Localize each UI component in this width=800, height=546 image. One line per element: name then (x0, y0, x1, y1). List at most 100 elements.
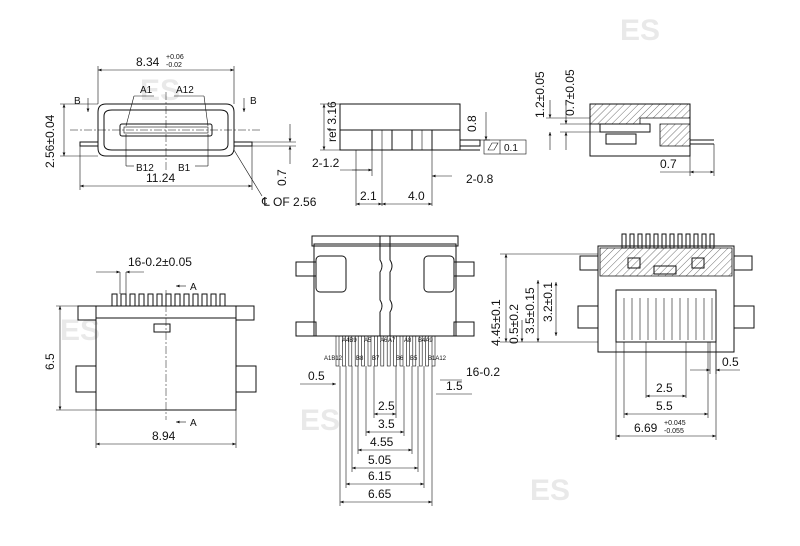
leader (125, 95, 135, 127)
dim-1-2: 1.2±0.05 (533, 71, 547, 118)
rear-top-pin (693, 233, 699, 249)
pin-label: B1A12 (428, 356, 447, 362)
dim-6-69: 6.69 (634, 421, 658, 435)
bottom-pin (174, 293, 181, 307)
pin-label: A1B12 (324, 356, 343, 362)
top-pin-labels: A1B12 B8 B7 B6 B5 B1A12 (324, 356, 447, 362)
bottom-view: 16-0.2±0.05 A A 6.5 8.94 (43, 255, 257, 448)
bottom-tab (235, 305, 255, 321)
top-pin (386, 335, 391, 367)
leader (233, 149, 263, 197)
top-pin (342, 335, 346, 367)
front-shell-outline (97, 103, 235, 157)
rear-tab (733, 305, 755, 329)
rear-top-pin (621, 233, 627, 249)
top-pin (367, 335, 372, 367)
flatness-icon (487, 142, 499, 151)
dim-4-55: 4.55 (370, 435, 394, 449)
top-break-right (389, 236, 393, 336)
top-pin (380, 335, 385, 367)
rear-key (653, 265, 677, 275)
dim-bottom-width: 11.24 (146, 171, 175, 185)
section-hatch-right (659, 123, 691, 147)
top-pin (418, 335, 423, 367)
bottom-pin (120, 293, 127, 307)
pin-label: A8 (404, 338, 412, 344)
pin-label: B4A9 (418, 338, 433, 344)
bottom-tab (75, 365, 97, 393)
section-b-left: B (74, 96, 81, 107)
watermark: ES ES ES ES ES (60, 14, 660, 507)
section-a-top: A (190, 282, 197, 293)
rear-hatch-top (599, 247, 733, 277)
watermark-text: ES (140, 74, 180, 107)
flatness-value: 0.1 (504, 143, 518, 154)
top-break-left (379, 236, 383, 336)
rear-window (691, 257, 705, 269)
bottom-pin (165, 293, 172, 307)
rear-top-pin (709, 233, 715, 249)
top-pin (412, 335, 417, 367)
top-pin (425, 335, 429, 367)
bottom-pin (111, 293, 118, 307)
side-view: ref 3.16 0.8 0.1 2-1.2 2.1 4.0 2-0.8 (312, 101, 527, 206)
top-pin (354, 335, 359, 367)
top-pin (399, 335, 404, 367)
top-pin-labels: A4B9 A5 A6 A7 A8 B4A9 (342, 338, 433, 344)
bottom-pin (129, 293, 136, 307)
dim-bottom-height: 6.5 (43, 353, 57, 370)
front-shell-inner (103, 109, 229, 151)
label-b1: B1 (178, 163, 191, 174)
dim-2-0-8: 2-0.8 (466, 172, 494, 186)
label-a12: A12 (176, 85, 194, 96)
label-b12: B12 (136, 163, 154, 174)
bottom-slot (153, 323, 171, 333)
rear-top-pin (645, 233, 651, 249)
rear-top-pin (653, 233, 659, 249)
rear-tab (577, 305, 599, 329)
dim-2-5: 2.5 (378, 399, 395, 413)
dim-6-69-tol-minus: -0.055 (664, 428, 684, 435)
rear-top-pin (701, 233, 707, 249)
bottom-pin-row (111, 293, 226, 307)
bottom-pin (156, 293, 163, 307)
bottom-tab (235, 365, 257, 393)
bottom-pin (138, 293, 145, 307)
rear-top-pin (669, 233, 675, 249)
dim-6-65: 6.65 (368, 487, 392, 501)
dim-0-5-rear: 0.5±0.2 (507, 304, 521, 344)
dim-0-5b: 0.5 (722, 355, 739, 369)
rear-top-pin (629, 233, 635, 249)
top-tab (453, 321, 475, 337)
section-contact (605, 133, 637, 145)
dim-07: 0.7 (275, 169, 289, 186)
top-body-rim (311, 235, 459, 247)
dim-1-5: 1.5 (446, 379, 463, 393)
dim-top-width-tol-minus: -0.02 (166, 62, 182, 69)
dim-3-2: 3.2±0.1 (541, 282, 555, 322)
rear-window (627, 257, 641, 269)
top-pin (406, 335, 410, 367)
dim-0-5: 0.5 (308, 369, 325, 383)
leader (203, 95, 209, 127)
dim-3-5: 3.5 (378, 417, 395, 431)
rear-top-pin (685, 233, 691, 249)
dim-2-1-2: 2-1.2 (312, 156, 340, 170)
top-pin (393, 335, 397, 367)
dim-4-45: 4.45±0.1 (489, 299, 503, 346)
dim-4-0: 4.0 (408, 189, 425, 203)
label-a1: A1 (140, 85, 153, 96)
rear-top-pin (677, 233, 683, 249)
watermark-text: ES (300, 404, 340, 437)
dim-16-0-2: 16-0.2 (466, 365, 500, 379)
top-shell-right (423, 255, 455, 293)
dim-top-width-tol-plus: +0.06 (166, 54, 184, 61)
top-tab (295, 261, 317, 277)
bottom-pin (219, 293, 226, 307)
section-b-right: B (250, 96, 257, 107)
top-dimension-stack (300, 366, 472, 506)
dim-08: 0.8 (465, 115, 479, 132)
dim-5-5: 5.5 (656, 399, 673, 413)
watermark-text: ES (60, 314, 100, 347)
